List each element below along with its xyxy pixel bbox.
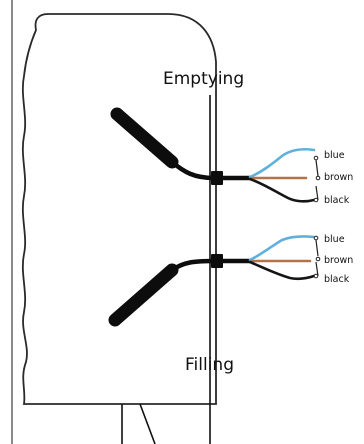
filling-label: Filling xyxy=(185,355,234,375)
tank-stand xyxy=(121,403,156,444)
emptying-label-blue: blue xyxy=(324,150,345,161)
tank-outline xyxy=(21,13,217,405)
emptying-cable-gland xyxy=(211,171,223,185)
emptying-wire-black xyxy=(248,177,316,203)
filling-float xyxy=(108,263,179,327)
filling-float-switch: blue brown black xyxy=(108,234,353,327)
filling-label-blue: blue xyxy=(324,234,345,245)
filling-label-brown: brown xyxy=(324,255,353,266)
emptying-label-black: black xyxy=(324,195,350,206)
emptying-float xyxy=(110,107,179,169)
filling-cable-gland xyxy=(211,254,223,268)
filling-wire-blue xyxy=(248,235,316,262)
emptying-label: Emptying xyxy=(163,69,244,89)
emptying-wire-blue xyxy=(248,147,316,179)
emptying-float-switch: blue brown black xyxy=(110,107,353,206)
filling-label-black: black xyxy=(324,274,350,285)
emptying-label-brown: brown xyxy=(324,172,353,183)
filling-wire-black xyxy=(248,260,316,281)
